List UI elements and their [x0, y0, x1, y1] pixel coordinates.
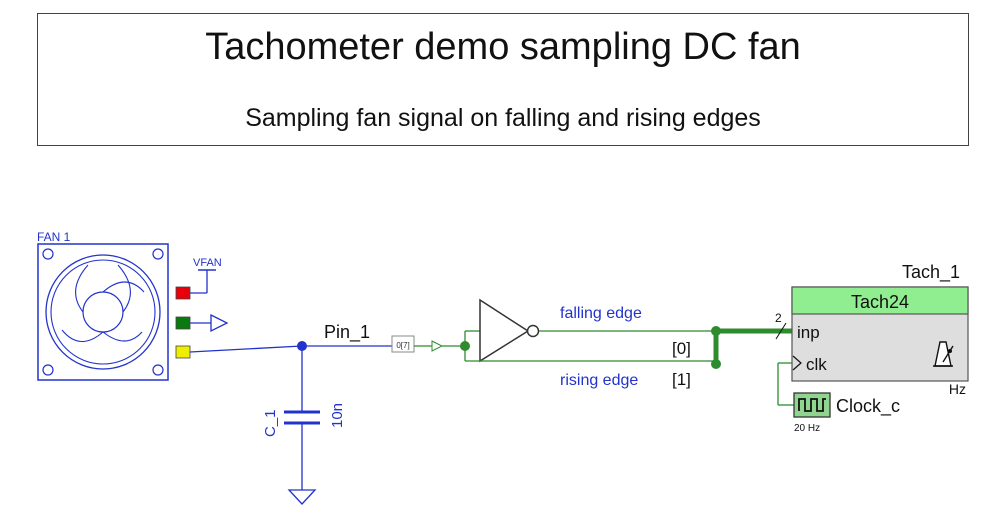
cap-name: C_1 — [262, 409, 279, 437]
fan-pin-gnd[interactable] — [175, 316, 191, 330]
tach-port-clk: clk — [806, 355, 827, 374]
diagram-subtitle: Sampling fan signal on falling and risin… — [245, 104, 761, 132]
tach-type-label: Tach24 — [851, 292, 909, 312]
fan-mount-hole — [152, 248, 164, 260]
fan-mount-hole — [152, 364, 164, 376]
fan-frame — [37, 243, 169, 381]
bit1-label: [1] — [672, 370, 691, 389]
clock-input-marker — [792, 355, 802, 371]
pin1-label: Pin_1 — [324, 322, 370, 343]
pin-bus-tag[interactable]: 0[7] — [391, 335, 415, 353]
cap-value: 10n — [329, 403, 346, 428]
fan-shroud-inner — [50, 259, 156, 365]
rising-edge-label: rising edge — [560, 372, 638, 389]
fan-pin-vcc[interactable] — [175, 286, 191, 300]
buffer-symbol — [431, 340, 444, 352]
bus-tag-label: 0[7] — [396, 341, 409, 350]
fan-label: FAN 1 — [37, 230, 71, 244]
tach-unit-label: Hz — [949, 381, 966, 397]
clock-box — [793, 392, 831, 418]
fan-mount-hole — [42, 248, 54, 260]
fan-component[interactable]: FAN 1 — [37, 230, 191, 381]
vfan-label: VFAN — [193, 257, 222, 269]
bus-width-slash — [775, 322, 787, 340]
wire-fan-tach — [189, 345, 303, 353]
clock-source[interactable]: Clock_c 20 Hz — [793, 392, 900, 434]
fan-blades — [61, 264, 145, 343]
fan-mount-hole — [42, 364, 54, 376]
tach24-block[interactable]: Tach_1 Tach24 inp clk Hz — [791, 262, 969, 397]
tach-header — [791, 286, 969, 315]
metronome-icon — [933, 341, 954, 367]
bus-width-label: 2 — [775, 311, 782, 325]
fan-ground-symbol — [190, 313, 229, 333]
fan-pin-tach[interactable] — [175, 345, 191, 359]
cap-ground-symbol — [287, 489, 317, 505]
title-box: Tachometer demo sampling DC fan Sampling… — [37, 13, 969, 146]
bit0-label: [0] — [672, 339, 691, 358]
capacitor-c1[interactable]: C_1 10n — [262, 346, 346, 505]
clock-name: Clock_c — [836, 396, 900, 417]
clock-freq: 20 Hz — [794, 423, 820, 434]
falling-edge-label: falling edge — [560, 305, 642, 322]
fan-shroud — [45, 254, 161, 370]
square-wave-icon — [798, 398, 826, 412]
tach-port-inp: inp — [797, 323, 820, 342]
tach-instance-label: Tach_1 — [902, 262, 960, 283]
diagram-title: Tachometer demo sampling DC fan — [205, 26, 801, 68]
junction-dot — [711, 359, 721, 369]
vfan-supply: VFAN — [190, 257, 222, 294]
inverter-gate[interactable] — [465, 298, 540, 363]
